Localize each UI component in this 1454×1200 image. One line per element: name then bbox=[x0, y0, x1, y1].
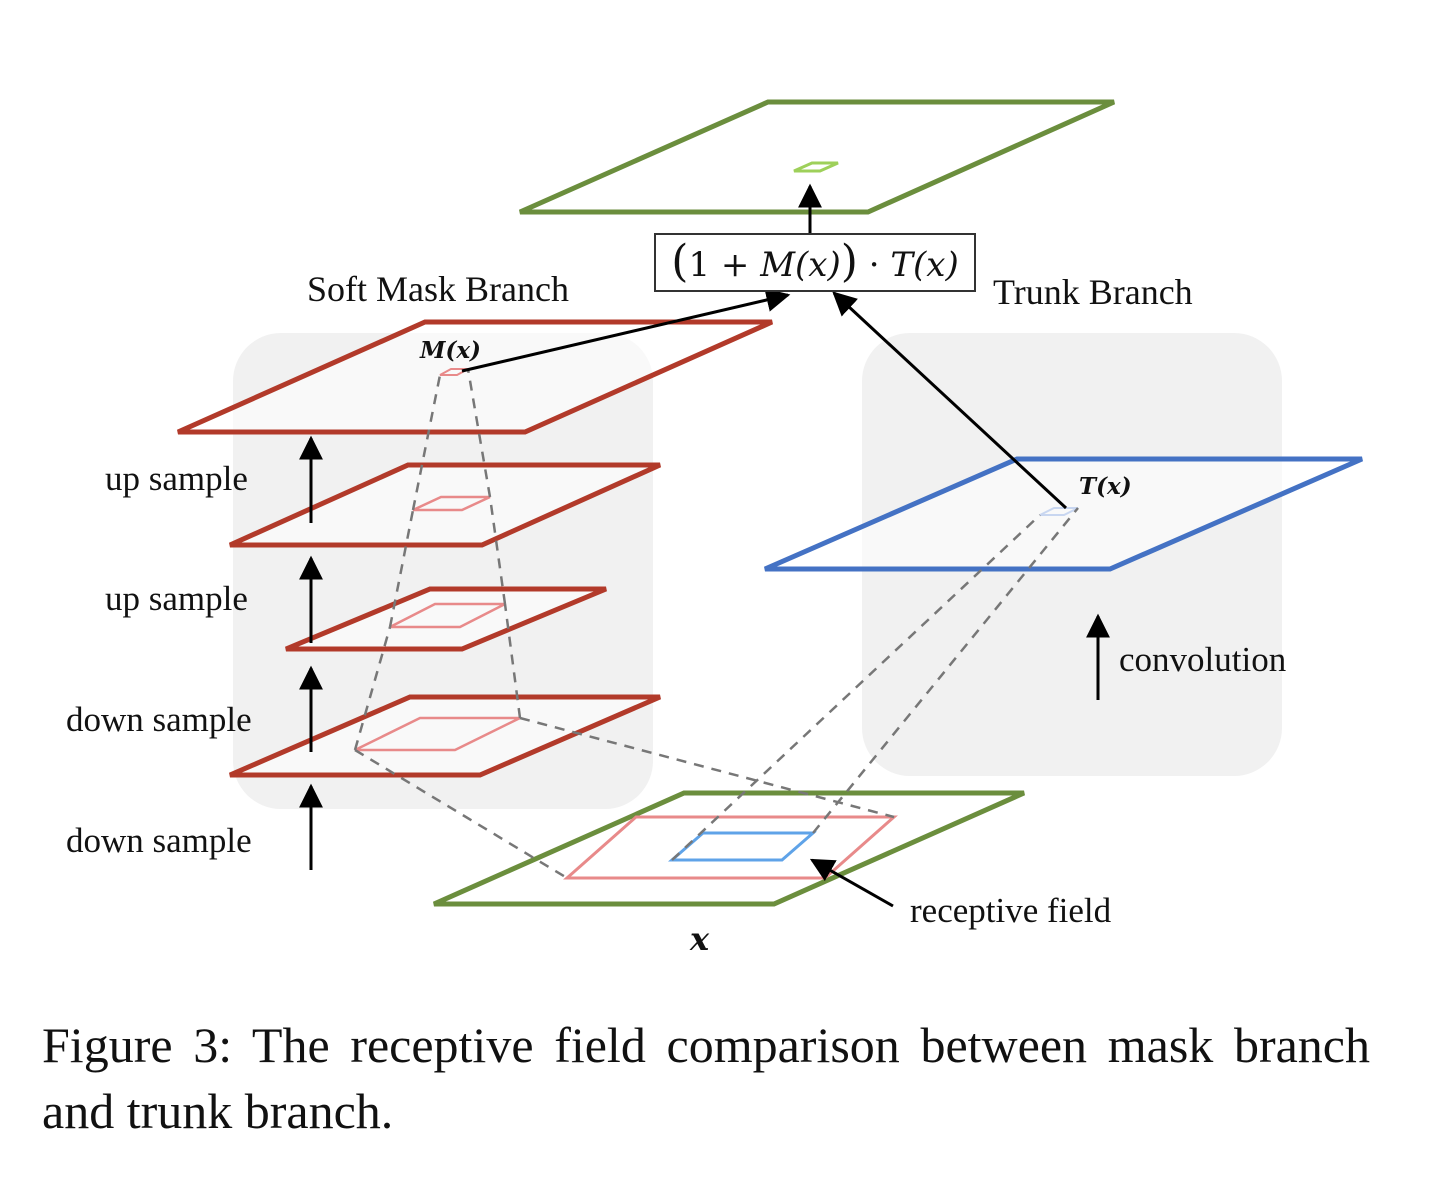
trunk-projection-lines bbox=[671, 507, 1079, 861]
convolution-label: convolution bbox=[1119, 640, 1286, 679]
soft-mask-branch-title: Soft Mask Branch bbox=[307, 269, 569, 309]
mask-projection-lines bbox=[353, 368, 895, 880]
up-sample-label-2: up sample bbox=[105, 579, 248, 618]
receptive-field-label: receptive field bbox=[910, 891, 1112, 930]
formula-box bbox=[654, 233, 976, 292]
formula-dot: · bbox=[858, 245, 890, 285]
mask-layer-down-2 bbox=[285, 586, 607, 652]
up-sample-label-1: up sample bbox=[105, 459, 248, 498]
attention-diagram: (1 + M(x)) · T(x) Soft Mask Branch Trunk… bbox=[66, 99, 1364, 958]
formula: (1 + M(x)) · T(x) bbox=[671, 236, 958, 287]
input-layer bbox=[432, 790, 1026, 907]
trunk-to-formula-arrow bbox=[832, 291, 1068, 510]
output-layer bbox=[518, 99, 1116, 215]
formula-mask: M(x) bbox=[759, 245, 841, 285]
mask-layer-down-1 bbox=[229, 694, 661, 778]
trunk-output-label: T(x) bbox=[1079, 473, 1132, 500]
trunk-branch-title: Trunk Branch bbox=[993, 272, 1193, 312]
formula-trunk: T(x) bbox=[890, 245, 958, 285]
down-sample-label-2: down sample bbox=[66, 821, 252, 860]
formula-open-paren: ( bbox=[671, 236, 688, 287]
mask-to-formula-arrow bbox=[461, 288, 791, 373]
formula-close-paren: ) bbox=[841, 236, 858, 287]
input-x-label: x bbox=[689, 920, 710, 958]
soft-mask-panel bbox=[233, 333, 653, 809]
output-cell bbox=[793, 161, 839, 173]
receptive-field-pointer bbox=[809, 858, 894, 908]
figure-caption: Figure 3: The receptive field comparison… bbox=[42, 1017, 1370, 1139]
down-sample-label-1: down sample bbox=[66, 700, 252, 739]
mask-layer-up-1 bbox=[228, 462, 662, 548]
mask-output-label: M(x) bbox=[419, 337, 481, 364]
formula-one-plus: 1 + bbox=[688, 245, 760, 285]
mask-layer-up-2 bbox=[176, 319, 774, 435]
